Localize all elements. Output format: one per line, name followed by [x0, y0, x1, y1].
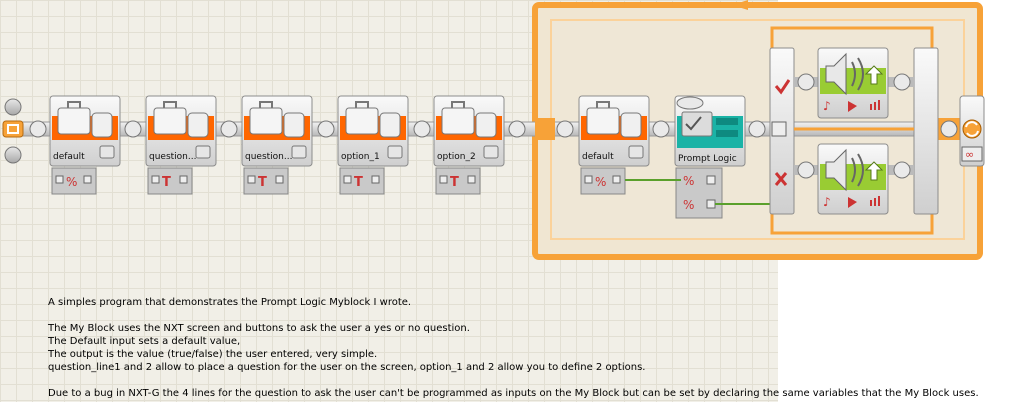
prompt-logic-block[interactable]: Prompt Logic % %	[674, 95, 746, 219]
speaker-icon	[825, 148, 847, 192]
svg-text:%: %	[683, 174, 694, 188]
logic-type-icon: %	[595, 175, 606, 189]
data-wires	[625, 179, 776, 205]
block-label: default	[53, 152, 85, 162]
sound-block-false[interactable]: ♪	[817, 143, 889, 215]
loop-direction-arrow	[732, 0, 748, 10]
plug-icon	[483, 145, 499, 159]
svg-text:♪: ♪	[823, 99, 831, 113]
plug-data-out[interactable]	[83, 175, 92, 184]
beam-connectors	[29, 120, 958, 138]
comment-line: The Default input sets a default value,	[48, 336, 241, 347]
block-label: option_1	[341, 152, 380, 162]
myblock-eye-icon	[676, 96, 704, 110]
suitcase-icon	[586, 107, 620, 135]
block-label: question...	[149, 152, 196, 162]
suitcase-icon	[441, 107, 475, 135]
loop-control[interactable]: ∞	[959, 95, 985, 167]
plug-data-out[interactable]	[612, 175, 621, 184]
plug-icon	[291, 145, 307, 159]
plug-data-out[interactable]	[467, 175, 476, 184]
variable-block[interactable]: question... T	[145, 95, 217, 195]
variable-block[interactable]: default%	[49, 95, 121, 195]
plug-icon	[195, 145, 211, 159]
switch-input-plug[interactable]	[771, 121, 787, 137]
variable-block[interactable]: option_2T	[433, 95, 505, 195]
block-label: default	[582, 152, 614, 162]
plug-logic-out[interactable]	[706, 199, 716, 209]
comment-line: The My Block uses the NXT screen and but…	[48, 323, 470, 334]
text-type-icon: T	[450, 175, 459, 190]
comment-line: The output is the value (true/false) the…	[48, 349, 378, 360]
infinity-icon: ∞	[965, 148, 974, 161]
variable-block[interactable]: default%	[578, 95, 650, 195]
block-label: option_2	[437, 152, 476, 162]
plug-icon	[387, 145, 403, 159]
logic-check-icon	[681, 111, 713, 137]
logic-type-icon: %	[66, 175, 77, 189]
suitcase-icon	[153, 107, 187, 135]
plug-data-out[interactable]	[275, 175, 284, 184]
plug-icon	[628, 145, 644, 159]
text-type-icon: T	[354, 175, 363, 190]
comment-line: A simples program that demonstrates the …	[48, 297, 412, 308]
cross-icon	[774, 172, 788, 186]
sound-block-true[interactable]: ♪	[817, 47, 889, 119]
speaker-icon	[825, 52, 847, 96]
program-start[interactable]	[2, 98, 24, 164]
svg-text:♪: ♪	[823, 195, 831, 209]
variable-block[interactable]: question... T	[241, 95, 313, 195]
suitcase-icon	[57, 107, 91, 135]
comment-line: Due to a bug in NXT-G the 4 lines for th…	[48, 388, 979, 399]
block-label: question...	[245, 152, 292, 162]
plug-logic-in[interactable]	[706, 175, 716, 185]
program-comment[interactable]: A simples program that demonstrates the …	[48, 296, 998, 400]
text-type-icon: T	[258, 175, 267, 190]
plug-icon	[99, 145, 115, 159]
plug-data-out[interactable]	[371, 175, 380, 184]
comment-line: question_line1 and 2 allow to place a qu…	[48, 362, 646, 373]
suitcase-icon	[249, 107, 283, 135]
text-type-icon: T	[162, 175, 171, 190]
variable-block[interactable]: option_1T	[337, 95, 409, 195]
svg-text:%: %	[683, 198, 694, 212]
block-label: Prompt Logic	[678, 154, 737, 164]
suitcase-icon	[345, 107, 379, 135]
plug-data-out[interactable]	[179, 175, 188, 184]
check-icon	[774, 79, 791, 95]
